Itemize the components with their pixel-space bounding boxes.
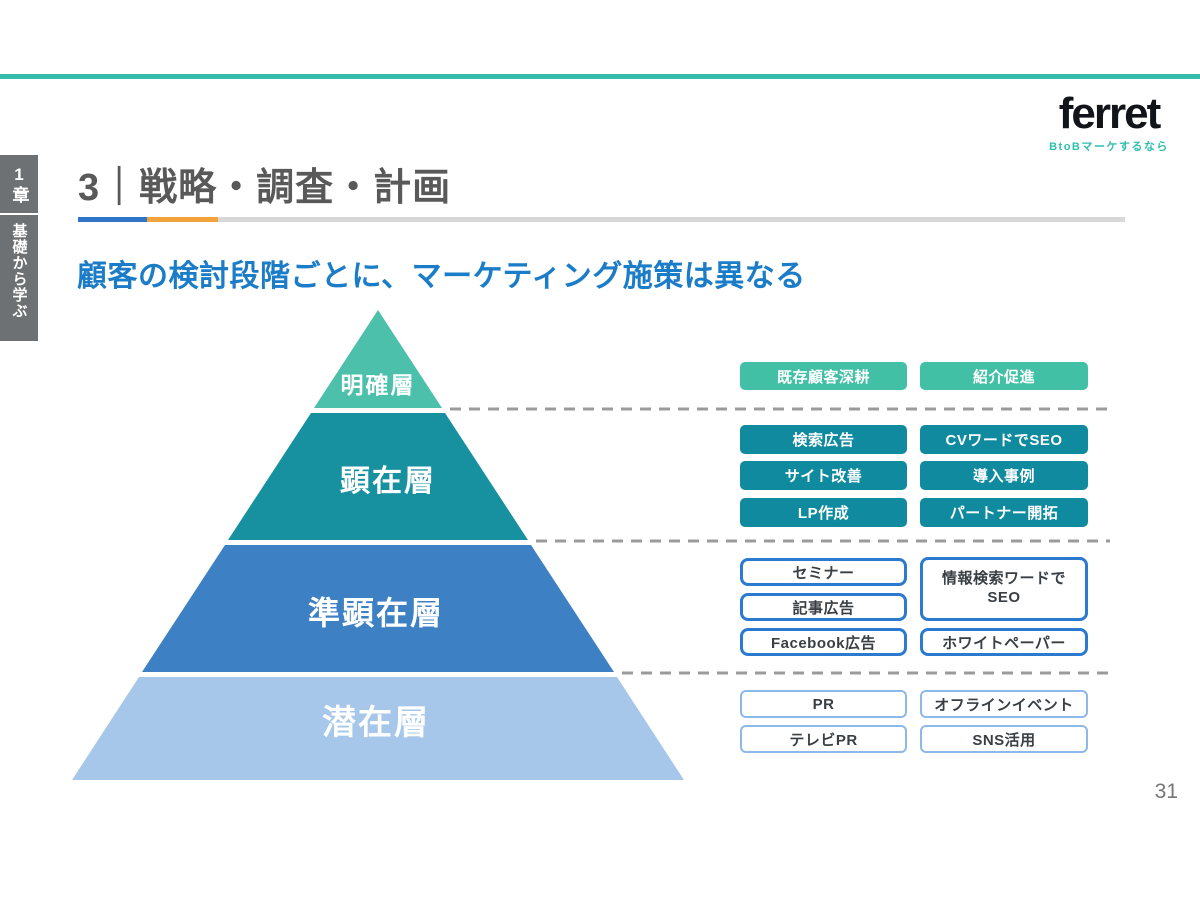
underline-gray-segment: [218, 217, 1125, 222]
tag-search-ads: 検索広告: [740, 425, 907, 454]
tag-site-improvement: サイト改善: [740, 461, 907, 490]
tag-seminar: セミナー: [740, 558, 907, 586]
chapter-tab: 1章 基礎から学ぶ: [0, 155, 38, 341]
headline: 顧客の検討段階ごとに、マーケティング施策は異なる: [77, 260, 806, 293]
pyramid-label-clear: 明確層: [341, 372, 416, 398]
chapter-subtitle: 基礎から学ぶ: [10, 223, 28, 319]
tag-seo-cv-words: CVワードでSEO: [920, 425, 1088, 454]
underline-orange-segment: [147, 217, 218, 222]
tag-case-studies: 導入事例: [920, 461, 1088, 490]
title-underline: [78, 217, 1125, 222]
pyramid-label-latent: 潜在層: [322, 704, 430, 742]
tag-partner-development: パートナー開拓: [920, 498, 1088, 527]
underline-blue-segment: [78, 217, 147, 222]
logo-wordmark: ferret: [1058, 89, 1162, 138]
tag-facebook-ads: Facebook広告: [740, 628, 907, 656]
chapter-number: 1章: [9, 165, 29, 205]
tag-referral-promotion: 紹介促進: [920, 362, 1088, 390]
tag-lp-creation: LP作成: [740, 498, 907, 527]
top-accent-bar: [0, 74, 1200, 79]
tag-existing-customer-cultivation: 既存顧客深耕: [740, 362, 907, 390]
pyramid-layer-semi-apparent: [142, 545, 614, 672]
tag-sns-use: SNS活用: [920, 725, 1088, 753]
page-title: 3｜戦略・調査・計画: [78, 167, 452, 209]
tag-article-ads: 記事広告: [740, 593, 907, 621]
pyramid-label-semi-apparent: 準顕在層: [308, 595, 444, 631]
tag-offline-events: オフラインイベント: [920, 690, 1088, 718]
tag-seo-info-words: 情報検索ワードでSEO: [920, 557, 1088, 621]
logo-tagline: BtoBマーケするなら: [1049, 141, 1169, 153]
pyramid-layer-clear: [314, 310, 442, 408]
ferret-logo: ferret BtoBマーケするなら: [1036, 92, 1182, 154]
tag-pr: PR: [740, 690, 907, 718]
tag-tv-pr: テレビPR: [740, 725, 907, 753]
tag-whitepaper: ホワイトペーパー: [920, 628, 1088, 656]
pyramid-layer-latent: [72, 677, 684, 780]
page-number: 31: [1154, 780, 1178, 803]
pyramid-label-apparent: 顕在層: [340, 465, 436, 498]
chapter-divider: [0, 213, 38, 215]
pyramid-layer-apparent: [228, 413, 528, 540]
